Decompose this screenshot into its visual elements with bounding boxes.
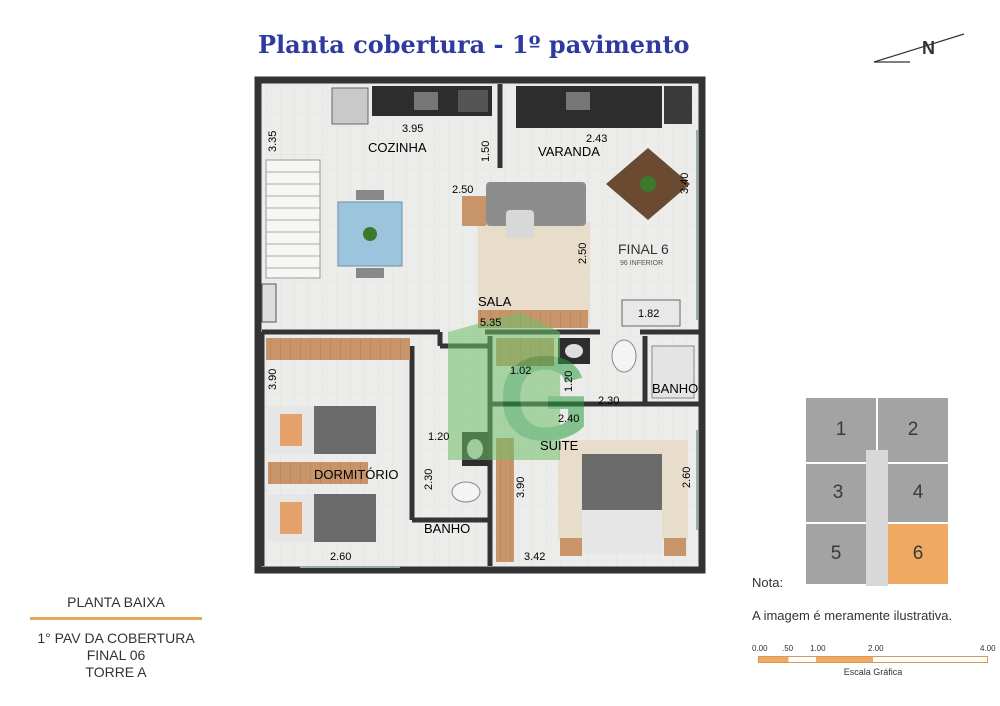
watermark-logo: G: [448, 312, 591, 466]
north-label: N: [922, 38, 935, 58]
dim-240: 2.40: [558, 413, 579, 425]
dim-243: 2.43: [586, 133, 607, 145]
key-unit-1: 1: [806, 398, 876, 462]
note-label: Nota:: [752, 575, 784, 590]
room-label-varanda: VARANDA: [538, 144, 600, 159]
laundry-unit: [621, 299, 681, 327]
room-label-banho-1: BANHO: [652, 381, 698, 396]
dim-535: 5.35: [480, 317, 501, 329]
legend-line-2: FINAL 06: [86, 647, 146, 663]
dim-182: 1.82: [638, 308, 659, 320]
dim-260-a: 2.60: [330, 551, 351, 563]
key-unit-6: 6: [888, 524, 948, 584]
key-unit-5: 5: [806, 524, 866, 584]
dim-102: 1.02: [510, 365, 531, 377]
room-label-final: FINAL 6: [618, 241, 669, 257]
closet-dormitorio: [266, 338, 410, 360]
dim-390-a: 3.90: [267, 369, 279, 390]
windows: [300, 130, 698, 568]
key-core: [866, 450, 888, 586]
dim-150: 1.50: [480, 141, 492, 162]
room-label-sala: SALA: [478, 294, 512, 309]
room-label-dormitorio: DORMITÓRIO: [314, 467, 399, 482]
scale-tick-0: 0.00: [752, 644, 768, 653]
legend-line-3: TORRE A: [85, 664, 147, 680]
sala-rug: [478, 222, 590, 322]
dim-250-a: 2.50: [452, 184, 473, 196]
page-title: Planta cobertura - 1º pavimento: [258, 30, 690, 59]
key-unit-2: 2: [878, 398, 948, 462]
key-unit-3: 3: [806, 464, 870, 522]
dim-120-b: 1.20: [428, 431, 449, 443]
legend-title: PLANTA BAIXA: [67, 594, 165, 610]
dim-395: 3.95: [402, 123, 423, 135]
dim-260-b: 2.60: [681, 467, 693, 488]
dim-340: 3.40: [679, 173, 691, 194]
room-label-suite: SUITE: [540, 438, 579, 453]
dim-120-a: 1.20: [563, 371, 575, 392]
kitchen-counter: [331, 86, 692, 128]
dim-230-b: 2.30: [423, 469, 435, 490]
dim-335: 3.35: [267, 131, 279, 152]
room-label-final-sub: 96 INFERIOR: [620, 260, 663, 267]
staircase: [261, 159, 321, 323]
balcony-table: [606, 148, 690, 220]
dining-table: [337, 190, 403, 278]
room-label-banho-2: BANHO: [424, 521, 470, 536]
svg-text:G: G: [498, 332, 591, 466]
dim-390-b: 3.90: [515, 477, 527, 498]
dim-342: 3.42: [524, 551, 545, 563]
note-text: A imagem é meramente ilustrativa.: [752, 608, 953, 623]
scale-tick-3: 2.00: [868, 644, 884, 653]
scale-caption: Escala Gráfica: [843, 667, 903, 677]
outer-walls: [254, 76, 706, 574]
scale-tick-4: 4.00: [980, 644, 996, 653]
beds: [268, 406, 686, 556]
scale-tick-2: 1.00: [810, 644, 826, 653]
legend-line-1: 1° PAV DA COBERTURA: [37, 630, 195, 646]
scale-bar: [758, 656, 988, 663]
dim-230-a: 2.30: [598, 395, 619, 407]
wardrobe-suite: [496, 438, 514, 562]
legend-underline: [30, 617, 202, 620]
room-label-cozinha: COZINHA: [368, 140, 427, 155]
key-unit-4: 4: [888, 464, 948, 522]
scale-tick-1: .50: [782, 644, 794, 653]
sofa: [462, 182, 586, 238]
dim-250-b: 2.50: [577, 243, 589, 264]
north-arrow-icon: N: [873, 33, 965, 63]
